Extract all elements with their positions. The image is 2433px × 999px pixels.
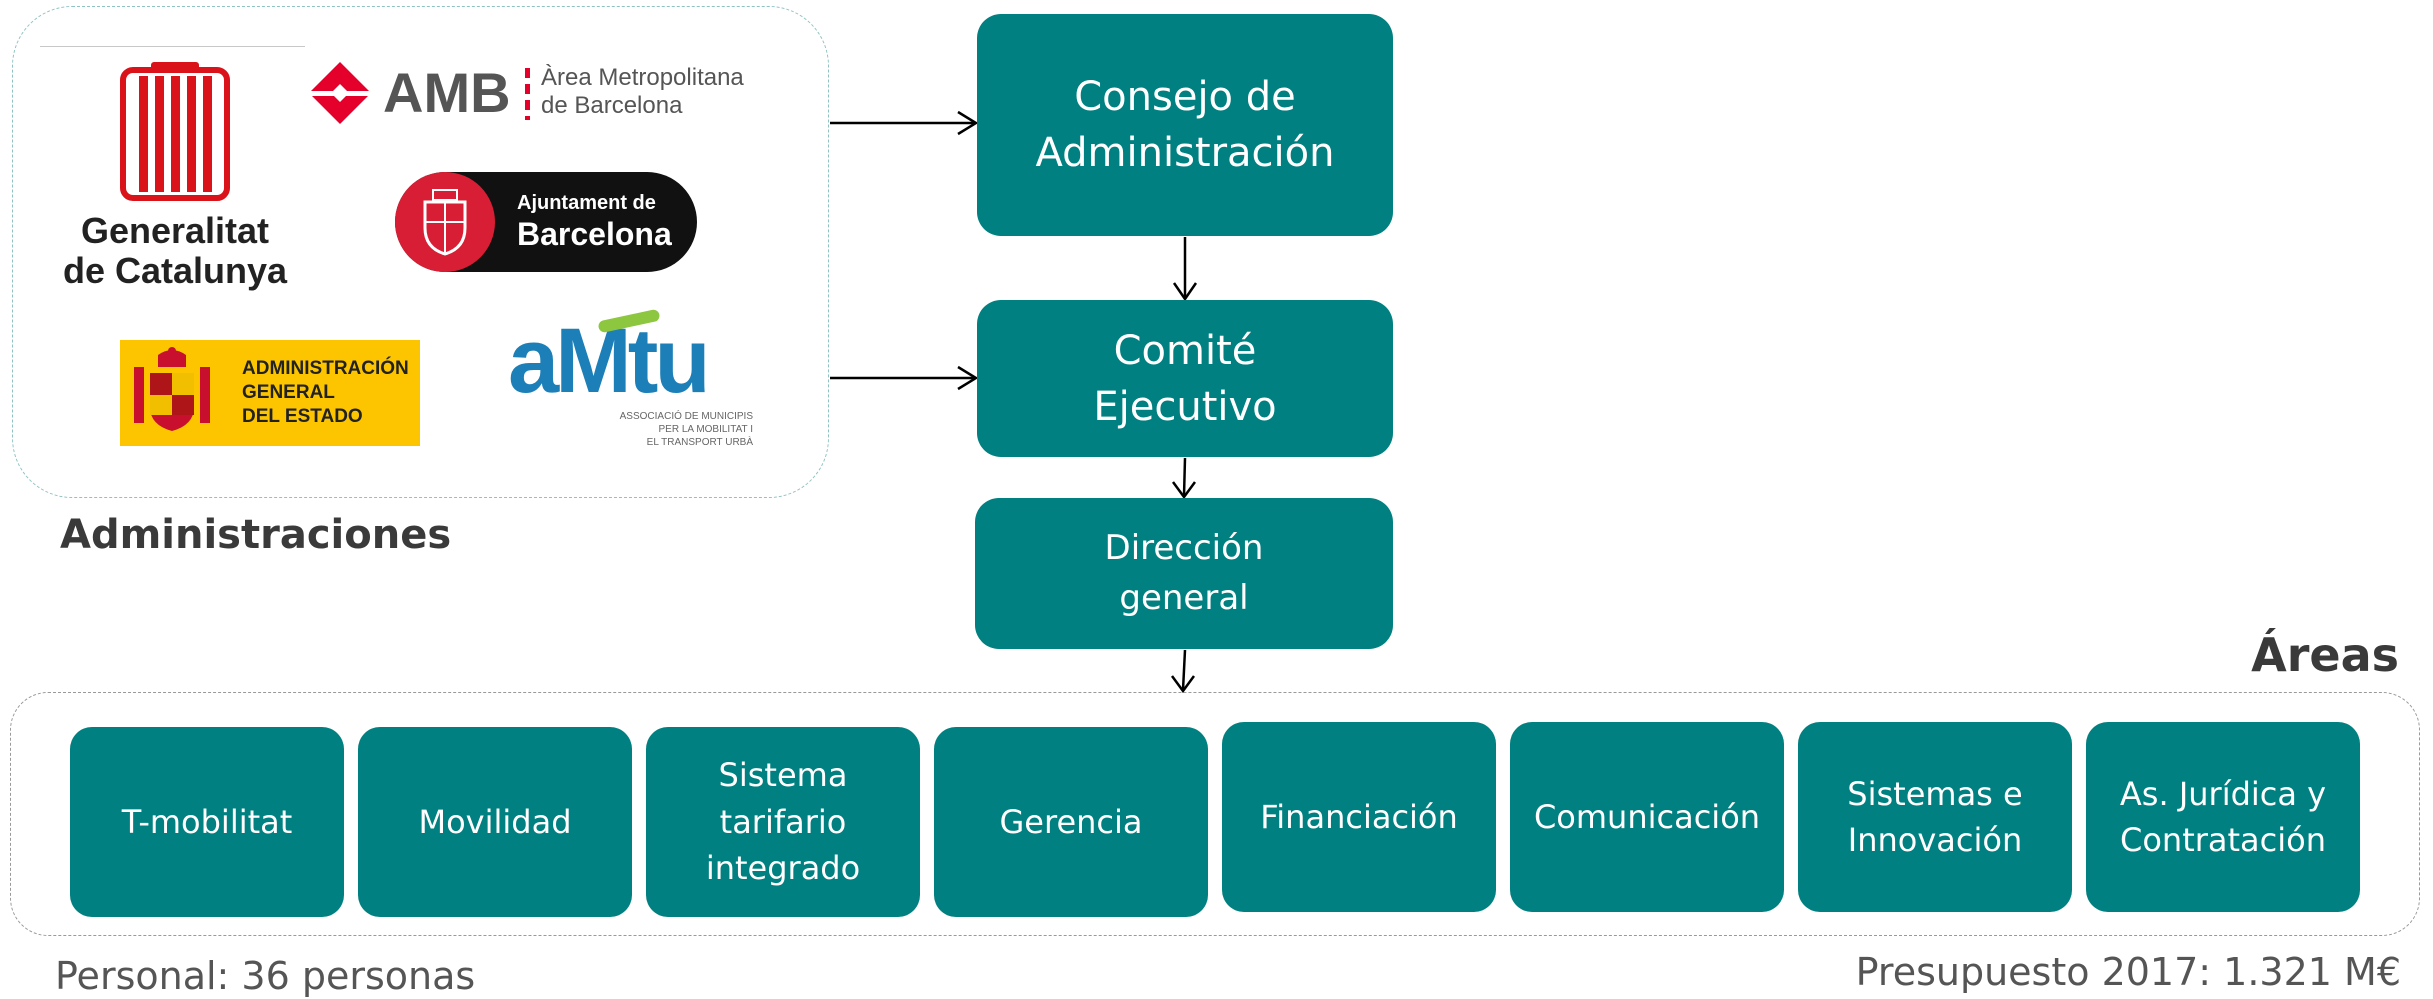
budget-total: Presupuesto 2017: 1.321 M€ bbox=[1855, 950, 2401, 994]
amb-line2: de Barcelona bbox=[541, 92, 683, 119]
area-box: As. Jurídica y Contratación bbox=[2086, 722, 2360, 912]
ajuntament-line2: Barcelona bbox=[517, 216, 672, 252]
personal-count: Personal: 36 personas bbox=[55, 954, 476, 998]
amtu-logo: aMtu ASSOCIACIÓ DE MUNICIPIS PER LA MOBI… bbox=[508, 305, 753, 450]
direccion-label: Dirección general bbox=[1104, 528, 1264, 618]
area-label: As. Jurídica y Contratación bbox=[2119, 774, 2327, 859]
area-box: Sistemas e Innovación bbox=[1798, 722, 2072, 912]
amtu-line1: ASSOCIACIÓ DE MUNICIPIS bbox=[619, 411, 753, 422]
area-box: Movilidad bbox=[358, 727, 632, 917]
area-label: Movilidad bbox=[418, 802, 572, 841]
ajuntament-line1: Ajuntament de bbox=[517, 192, 656, 214]
administrations-frame bbox=[12, 6, 829, 498]
area-box: Comunicación bbox=[1510, 722, 1784, 912]
comite-box: Comité Ejecutivo bbox=[977, 300, 1393, 457]
area-box: Sistema tarifario integrado bbox=[646, 727, 920, 917]
areas-heading: Áreas bbox=[2251, 628, 2399, 682]
administrations-heading: Administraciones bbox=[60, 512, 452, 558]
generalitat-line1: Generalitat bbox=[80, 210, 270, 251]
area-label: Financiación bbox=[1260, 797, 1458, 836]
area-box: T-mobilitat bbox=[70, 727, 344, 917]
consejo-box: Consejo de Administración bbox=[977, 14, 1393, 236]
amtu-line3: EL TRANSPORT URBÀ bbox=[646, 437, 753, 448]
arrow-consejo-to-comite bbox=[1172, 237, 1198, 302]
arrow-comite-to-direccion bbox=[1171, 457, 1197, 500]
area-label: T-mobilitat bbox=[121, 802, 293, 841]
area-label: Gerencia bbox=[999, 802, 1143, 841]
area-label: Comunicación bbox=[1533, 797, 1761, 836]
amtu-line2: PER LA MOBILITAT I bbox=[658, 424, 753, 435]
age-logo: ADMINISTRACIÓN GENERAL DEL ESTADO bbox=[120, 340, 420, 446]
age-line2: GENERAL bbox=[242, 382, 335, 403]
amb-divider bbox=[525, 68, 530, 120]
area-label: Sistemas e Innovación bbox=[1847, 774, 2023, 859]
areas-frame bbox=[10, 692, 2420, 936]
area-label: Sistema tarifario integrado bbox=[705, 756, 861, 888]
area-box: Gerencia bbox=[934, 727, 1208, 917]
generalitat-logo: Generalitat de Catalunya bbox=[55, 62, 295, 292]
amb-line1: Àrea Metropolitana bbox=[541, 64, 744, 91]
ajuntament-logo: Ajuntament de Barcelona bbox=[395, 172, 697, 272]
amb-logo: AMB Àrea Metropolitana de Barcelona bbox=[305, 58, 755, 128]
consejo-label: Consejo de Administración bbox=[1035, 74, 1335, 176]
amb-diamond-icon bbox=[305, 62, 375, 124]
age-line3: DEL ESTADO bbox=[242, 406, 363, 427]
arrow-admin-to-comite bbox=[830, 365, 979, 391]
spain-coat-of-arms-icon bbox=[134, 347, 210, 431]
area-box: Financiación bbox=[1222, 722, 1496, 912]
generalitat-line2: de Catalunya bbox=[62, 250, 288, 291]
frame-top-rule bbox=[40, 46, 305, 47]
comite-label: Comité Ejecutivo bbox=[1093, 327, 1277, 430]
amb-acronym: AMB bbox=[383, 61, 511, 124]
arrow-direccion-to-areas bbox=[1170, 649, 1196, 694]
direccion-box: Dirección general bbox=[975, 498, 1393, 649]
barcelona-shield-icon bbox=[423, 189, 467, 256]
arrow-admin-to-consejo bbox=[830, 110, 979, 136]
ajuntament-emblem bbox=[395, 172, 495, 272]
senyera-emblem-icon bbox=[120, 62, 230, 201]
age-line1: ADMINISTRACIÓN bbox=[242, 358, 409, 379]
